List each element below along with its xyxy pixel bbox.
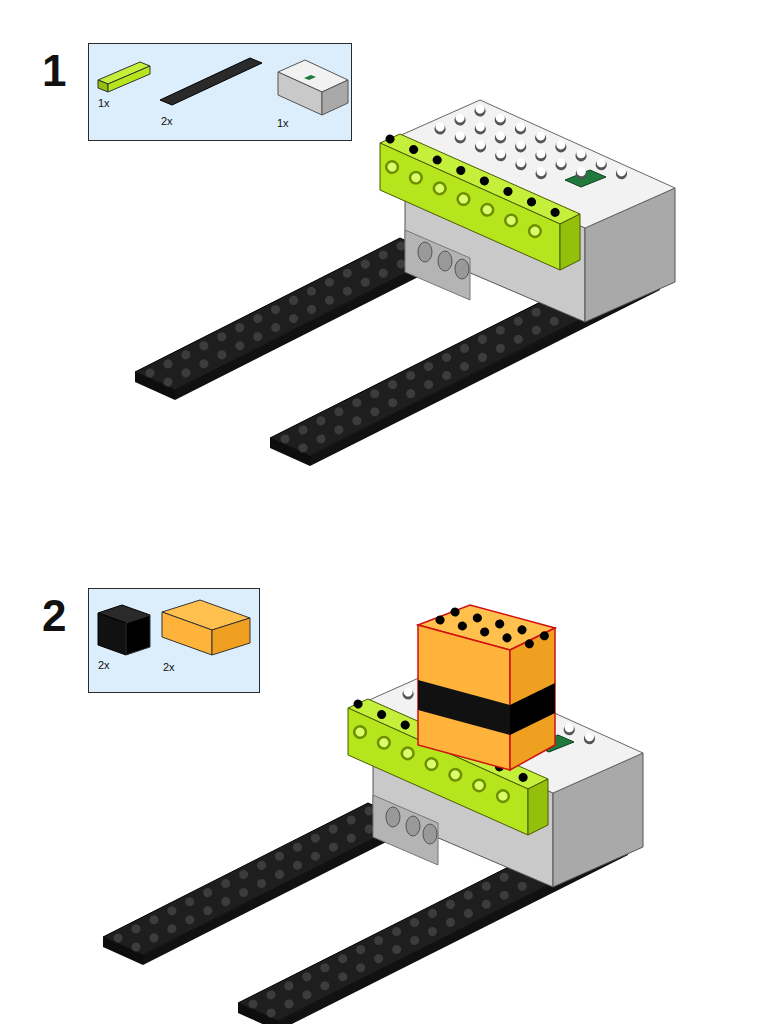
- step-number: 1: [42, 48, 66, 94]
- part-quantity: 2x: [98, 659, 110, 671]
- parts-panel: 1x 2x 1x: [88, 43, 352, 141]
- parts-panel: 2x 2x: [88, 588, 260, 693]
- part-quantity: 2x: [163, 661, 175, 673]
- part-quantity: 2x: [161, 115, 173, 127]
- step-number: 2: [42, 593, 66, 639]
- part-quantity: 1x: [277, 117, 289, 129]
- part-quantity: 1x: [98, 97, 110, 109]
